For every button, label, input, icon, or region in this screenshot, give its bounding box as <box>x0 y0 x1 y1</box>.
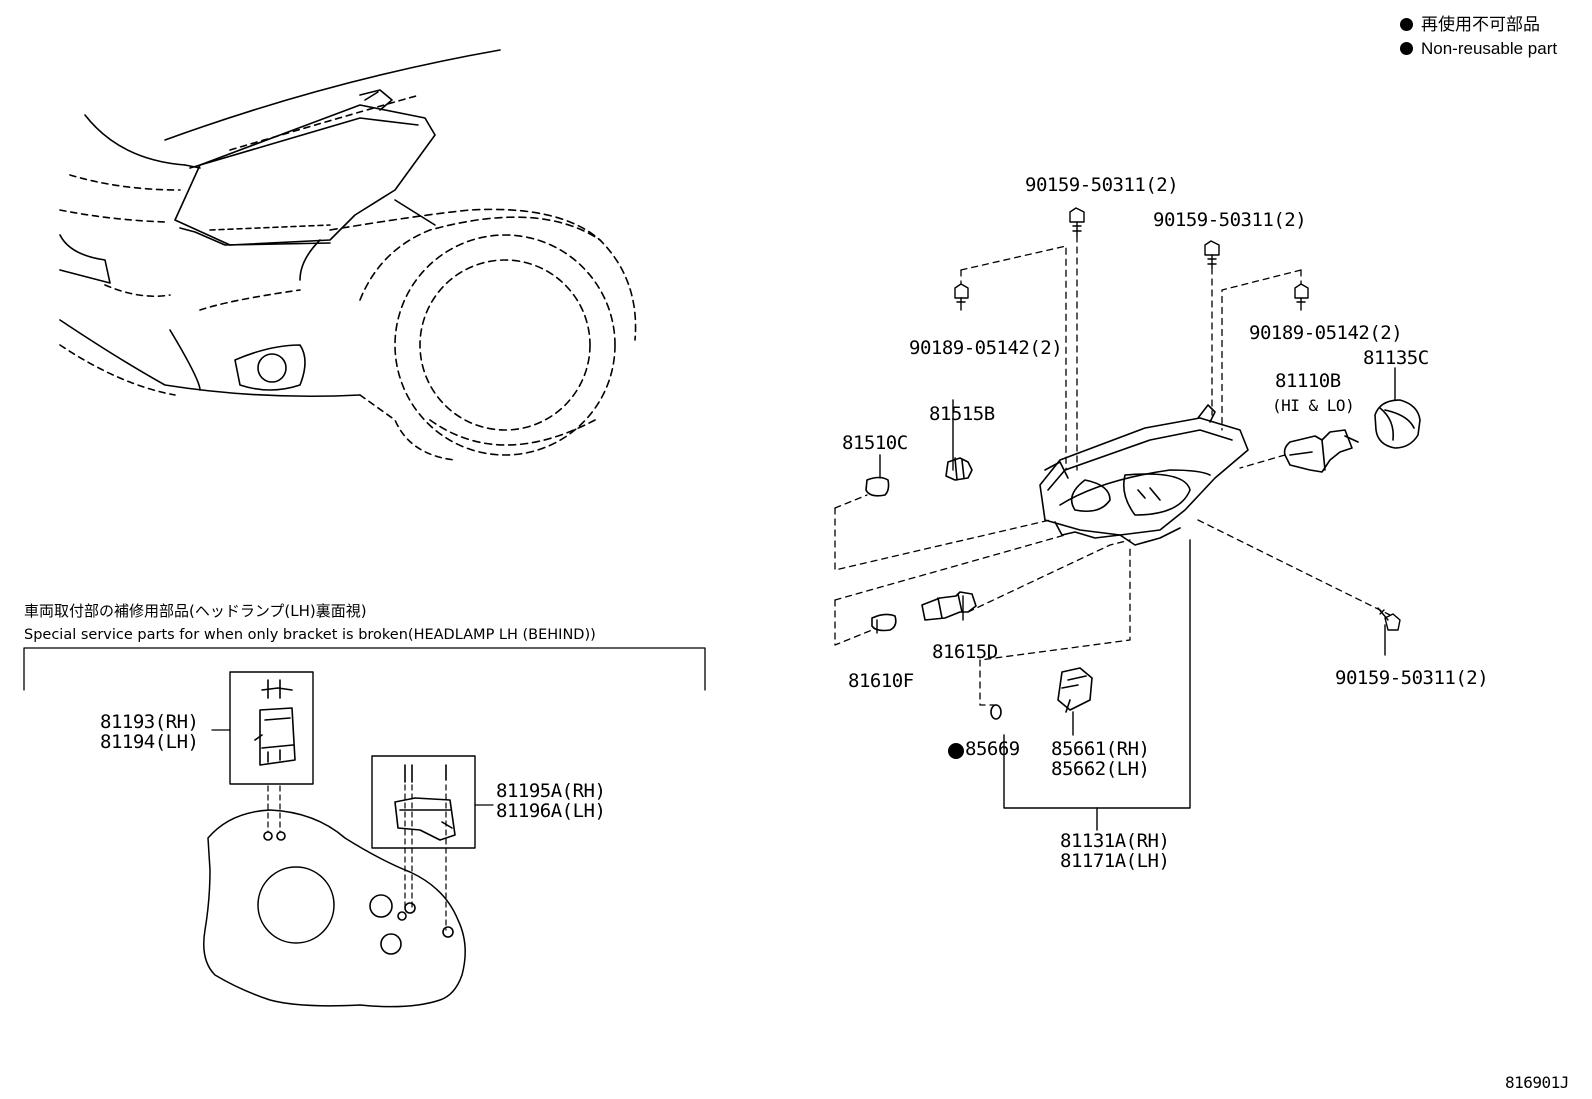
bulbs-and-sockets <box>865 399 1421 720</box>
bolt-90189-left <box>954 283 969 311</box>
label-90159-bottom: 90159-50311(2) <box>1335 667 1489 689</box>
bracket-81193-box <box>229 671 314 785</box>
label-85669: 85669 <box>965 738 1020 760</box>
label-85662: 85662(LH) <box>1051 758 1150 780</box>
socket-81515B <box>945 457 973 481</box>
label-90159-mid: 90159-50311(2) <box>1153 209 1307 231</box>
legend-row-en: Non-reusable part <box>1400 40 1557 57</box>
legend-row-jp: 再使用不可部品 <box>1400 16 1540 33</box>
section-title-jp: 車両取付部の補修用部品(ヘッドランプ(LH)裏面視) <box>24 602 367 620</box>
label-90189-right: 90189-05142(2) <box>1249 322 1403 344</box>
label-81195A: 81195A(RH) <box>496 780 606 802</box>
section-title-en: Special service parts for when only brac… <box>24 627 596 643</box>
label-81135C: 81135C <box>1363 347 1429 369</box>
label-81110B: 81110B <box>1275 370 1341 392</box>
bolt-90159-top <box>1069 207 1085 237</box>
assembly-brackets <box>876 367 1396 831</box>
gasket-85669 <box>990 704 1002 720</box>
non-reusable-dot-icon <box>1400 42 1413 55</box>
headlamp-housing-back <box>203 809 466 1008</box>
diagram-code: 816901J <box>1505 1073 1569 1092</box>
label-81110B-note: (HI & LO) <box>1272 396 1355 415</box>
fasteners <box>954 207 1401 631</box>
label-81171A: 81171A(LH) <box>1060 850 1170 872</box>
leader-lines <box>834 235 1391 706</box>
label-81510C: 81510C <box>842 432 908 454</box>
label-90159-top: 90159-50311(2) <box>1025 174 1179 196</box>
label-81515B: 81515B <box>929 403 995 425</box>
label-90189-left: 90189-05142(2) <box>909 337 1063 359</box>
non-reusable-dot-icon <box>948 743 964 759</box>
bolt-90159-bottom <box>1377 607 1401 631</box>
label-81194: 81194(LH) <box>100 731 199 753</box>
label-81610F: 81610F <box>848 670 914 692</box>
legend-jp-text: 再使用不可部品 <box>1421 15 1540 34</box>
halogen-bulb-81110B <box>1283 429 1353 473</box>
bracket-81195A-box <box>371 755 476 849</box>
bolt-90159-mid <box>1204 240 1220 269</box>
service-parts-section <box>23 647 706 1008</box>
actuator-85661 <box>1057 667 1093 711</box>
label-81196A: 81196A(LH) <box>496 800 606 822</box>
label-81193: 81193(RH) <box>100 711 199 733</box>
label-85661: 85661(RH) <box>1051 738 1150 760</box>
bolt-90189-right <box>1294 283 1309 311</box>
legend-en-text: Non-reusable part <box>1421 39 1558 58</box>
headlamp-assembly-illustration <box>1039 404 1249 546</box>
label-81615D: 81615D <box>932 641 998 663</box>
label-81131A: 81131A(RH) <box>1060 830 1170 852</box>
cap-81135C <box>1374 399 1421 449</box>
non-reusable-dot-icon <box>1400 18 1413 31</box>
bulb-81610F <box>871 613 897 632</box>
car-front-illustration <box>59 49 637 461</box>
socket-81615D <box>921 591 977 621</box>
bulb-81510C <box>865 476 890 497</box>
